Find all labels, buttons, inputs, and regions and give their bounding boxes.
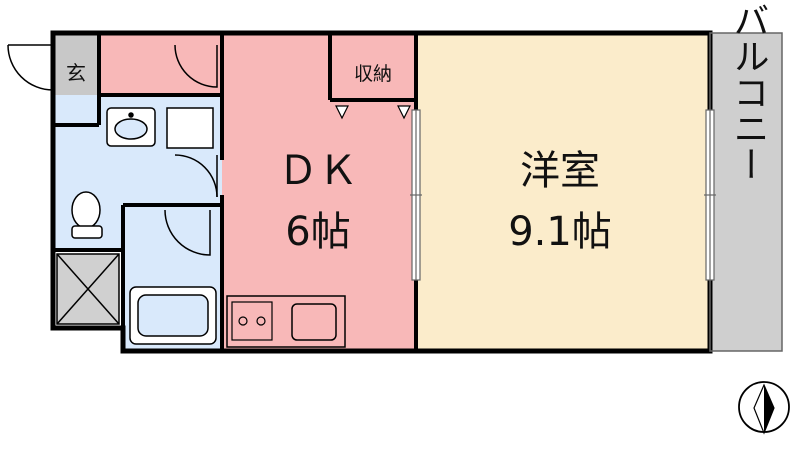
genkan-label: 玄: [66, 61, 86, 85]
washroom-door: [174, 154, 218, 198]
dk-size: 6帖: [285, 209, 350, 255]
sink-icon: [291, 303, 337, 341]
interior-walls: [53, 33, 418, 351]
balcony-window: [704, 109, 716, 281]
kitchen-counter: [226, 295, 346, 348]
bathtub-icon: [129, 286, 217, 345]
toilet-icon: [71, 191, 103, 239]
yoshitsu-floor: [416, 33, 710, 351]
yoshitsu-label: 洋室: [520, 148, 600, 194]
pipe-shaft-icon: [56, 253, 120, 325]
shuno-label: 収納: [354, 63, 392, 85]
stove-icon: [231, 301, 273, 341]
washbasin-icon: [106, 107, 156, 147]
balcony-label: バルコニー: [728, 2, 769, 182]
entry-door: [7, 44, 54, 91]
storage-doors: [335, 105, 411, 120]
north-arrow-icon: [738, 381, 790, 435]
washing-machine-icon: [166, 107, 214, 149]
hall-door: [174, 44, 218, 88]
bathroom-door: [164, 209, 211, 256]
sliding-door-dk: [410, 109, 422, 281]
dk-label: ＤＫ: [278, 148, 358, 194]
yoshitsu-size: 9.1帖: [508, 209, 612, 255]
dk-floor: [222, 33, 416, 351]
balcony-floor: [710, 33, 782, 351]
